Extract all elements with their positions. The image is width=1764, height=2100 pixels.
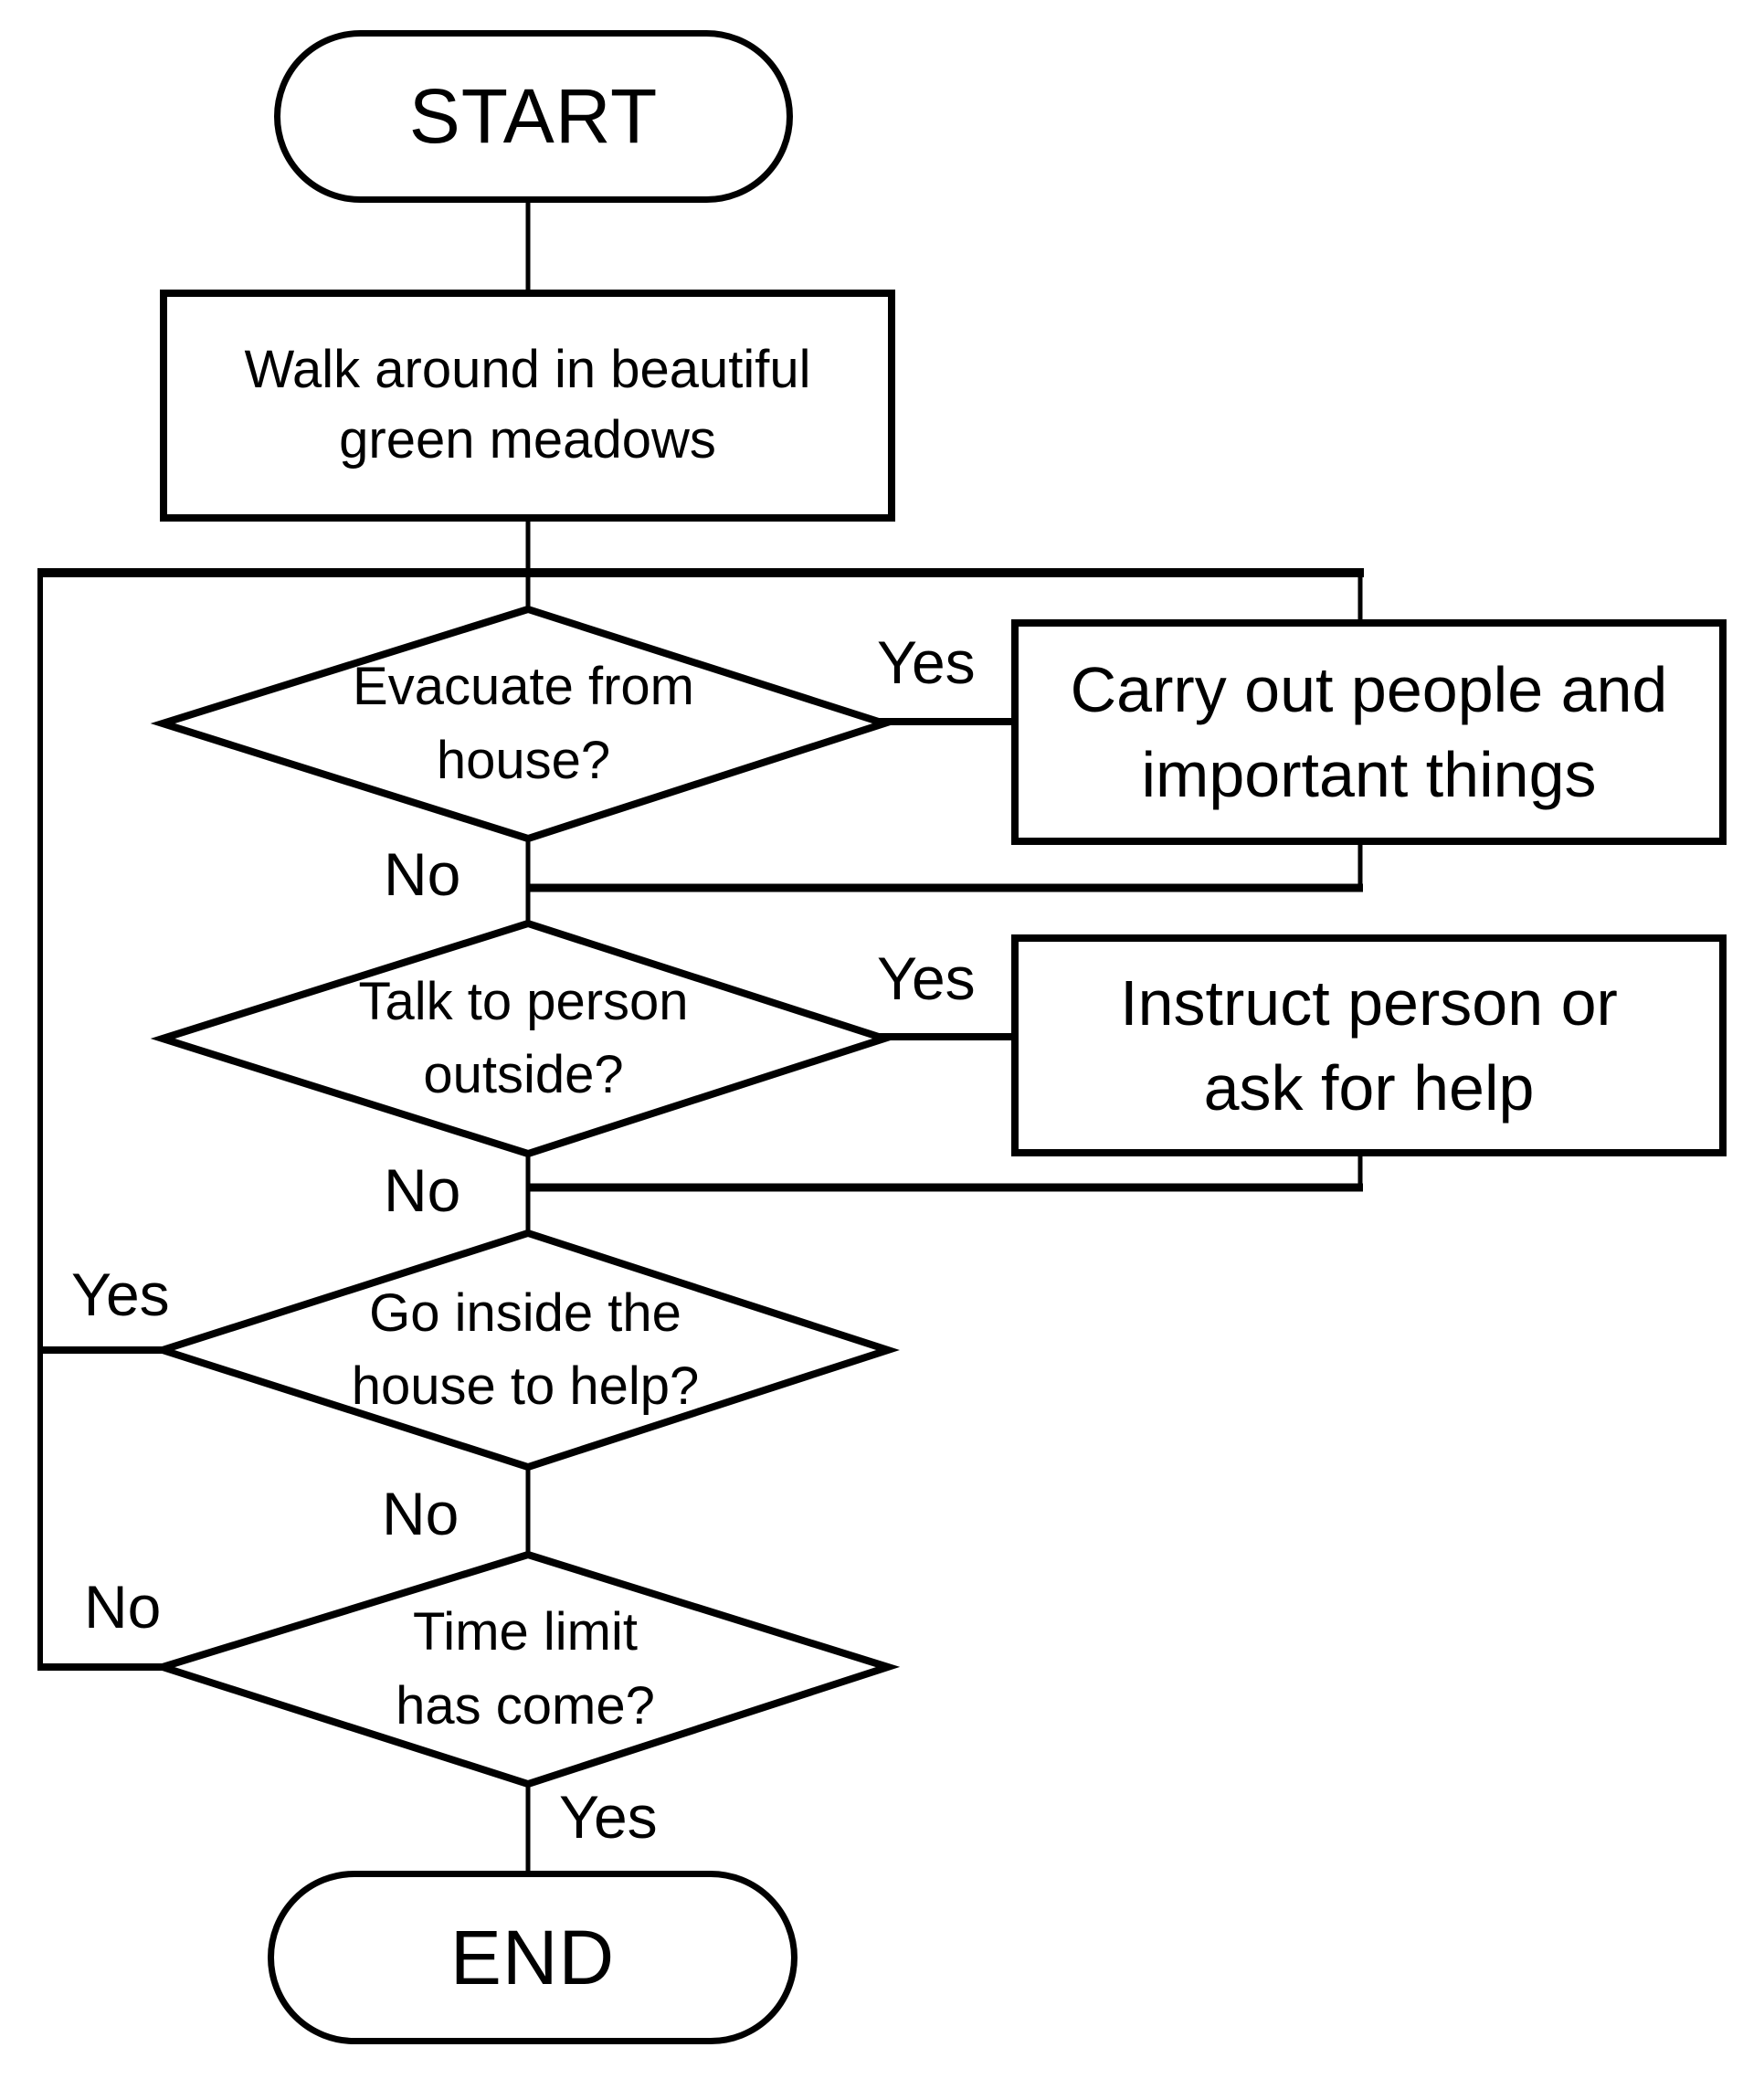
decision-talk-line2: outside? bbox=[423, 1045, 624, 1104]
decision-talk-shape bbox=[150, 919, 897, 1158]
decision-talk-line1: Talk to person bbox=[358, 971, 689, 1031]
node-end: END bbox=[268, 1871, 797, 2044]
branch-time-limit-yes: Yes bbox=[559, 1783, 658, 1851]
branch-talk-no: No bbox=[384, 1156, 461, 1224]
branch-go-inside-yes: Yes bbox=[71, 1261, 170, 1328]
node-instruct-line1: Instruct person or bbox=[1120, 967, 1618, 1039]
branch-talk-yes: Yes bbox=[877, 944, 976, 1012]
node-instruct: Instruct person or ask for help bbox=[1011, 934, 1727, 1156]
node-walk-line2: green meadows bbox=[339, 410, 716, 470]
branch-evacuate-no: No bbox=[384, 840, 461, 908]
decision-time-limit-line1: Time limit bbox=[413, 1602, 638, 1662]
branch-time-limit-no: No bbox=[84, 1573, 162, 1641]
node-carry-out-line2: important things bbox=[1141, 738, 1597, 810]
branch-go-inside-no: No bbox=[382, 1480, 459, 1547]
decision-go-inside-line1: Go inside the bbox=[369, 1282, 681, 1343]
branch-evacuate-yes: Yes bbox=[877, 628, 976, 696]
decision-time-limit-label: Time limit has come? bbox=[163, 1555, 888, 1784]
decision-evacuate-shape bbox=[150, 605, 897, 843]
node-walk: Walk around in beautiful green meadows bbox=[160, 290, 895, 522]
node-start-label: START bbox=[408, 73, 659, 160]
decision-go-inside-line2: house to help? bbox=[351, 1356, 700, 1416]
node-carry-out: Carry out people and important things bbox=[1011, 619, 1727, 845]
node-end-label: END bbox=[449, 1914, 616, 2000]
decision-go-inside-label: Go inside the house to help? bbox=[163, 1233, 888, 1467]
node-start: START bbox=[274, 30, 793, 203]
decision-evacuate-line1: Evacuate from bbox=[353, 657, 694, 717]
decision-evacuate-label: Evacuate from house? bbox=[163, 609, 884, 839]
node-walk-line1: Walk around in beautiful bbox=[244, 340, 811, 400]
node-instruct-line2: ask for help bbox=[1203, 1051, 1535, 1124]
decision-talk-label: Talk to person outside? bbox=[163, 923, 884, 1154]
decision-go-inside-shape bbox=[150, 1229, 900, 1472]
decision-evacuate-line2: house? bbox=[436, 730, 611, 790]
decision-time-limit-line2: has come? bbox=[396, 1675, 655, 1736]
decision-time-limit-shape bbox=[150, 1550, 901, 1789]
node-carry-out-line1: Carry out people and bbox=[1070, 654, 1668, 726]
